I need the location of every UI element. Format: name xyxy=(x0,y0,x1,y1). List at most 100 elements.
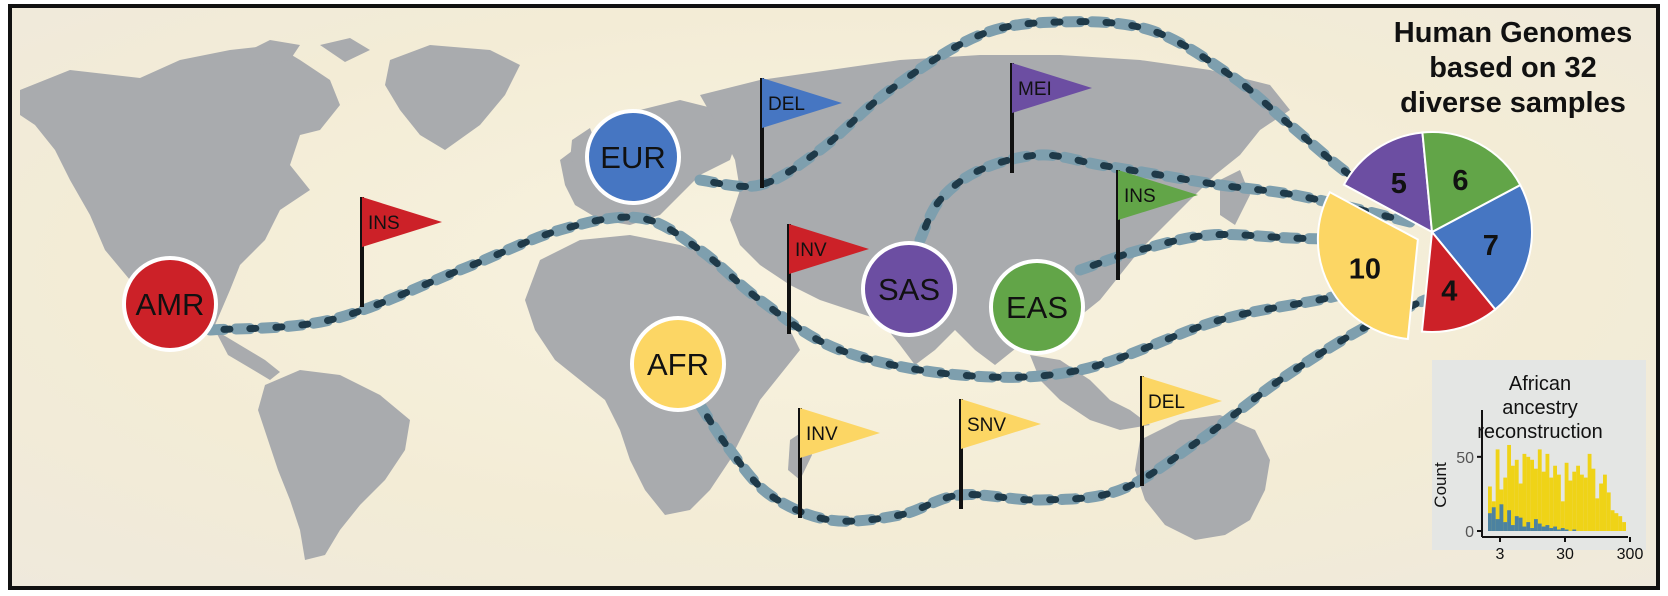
flag-banner xyxy=(800,408,880,458)
flag-del-eur: DEL xyxy=(760,78,842,188)
hist-bar-blue-15 xyxy=(1545,525,1550,531)
population-label: EUR xyxy=(600,140,665,175)
hist-x-tick-label: 300 xyxy=(1617,546,1644,563)
hist-bar-yellow-33 xyxy=(1614,513,1619,531)
pie-label-afr: 10 xyxy=(1349,254,1381,286)
hist-bar-yellow-14 xyxy=(1541,471,1546,531)
population-amr: AMR xyxy=(122,256,218,352)
hist-bar-blue-20 xyxy=(1564,529,1569,531)
flag-label: DEL xyxy=(1148,392,1185,413)
continent-south-america xyxy=(258,370,410,560)
continent-greenland xyxy=(385,45,520,150)
histogram-title-line-1: African xyxy=(1509,373,1571,395)
flag-inv-amr: INV xyxy=(787,224,869,334)
hist-bar-yellow-10 xyxy=(1526,456,1531,531)
pie-label-eur: 7 xyxy=(1483,230,1499,262)
hist-bar-yellow-27 xyxy=(1591,468,1596,531)
hist-bar-blue-18 xyxy=(1557,529,1561,531)
hist-bar-yellow-6 xyxy=(1511,465,1515,531)
pie-slice-eur xyxy=(1430,183,1533,311)
dna-strand-dark-4 xyxy=(696,296,1429,525)
population-label: SAS xyxy=(878,272,940,307)
pie-label-eas: 6 xyxy=(1452,165,1468,197)
pie-label-amr: 4 xyxy=(1441,275,1457,307)
hist-bar-blue-12 xyxy=(1534,519,1538,531)
hist-bar-yellow-25 xyxy=(1583,477,1588,531)
hist-bar-blue-3 xyxy=(1499,504,1504,531)
continent-north-america xyxy=(20,45,340,345)
flag-mei-sas: MEI xyxy=(1010,63,1092,173)
flag-banner xyxy=(1142,376,1222,426)
hist-bar-yellow-22 xyxy=(1572,471,1577,531)
title-line-1: Human Genomes xyxy=(1394,17,1633,49)
flag-label: SNV xyxy=(967,415,1006,436)
hist-bar-yellow-24 xyxy=(1580,474,1584,531)
hist-bar-blue-4 xyxy=(1503,522,1508,531)
population-eur: EUR xyxy=(585,109,681,205)
continent-central-america xyxy=(215,330,280,380)
dna-strand-dark-3 xyxy=(916,151,1414,244)
hist-bar-yellow-5 xyxy=(1507,444,1511,531)
population-circle xyxy=(630,316,726,412)
pie-slice-amr xyxy=(1420,229,1497,333)
hist-bar-blue-8 xyxy=(1518,517,1523,531)
flag-banner xyxy=(1118,170,1198,220)
flag-banner xyxy=(762,78,842,128)
hist-bar-blue-19 xyxy=(1560,528,1565,531)
population-circle xyxy=(861,241,957,337)
hist-x-tick-label: 30 xyxy=(1556,546,1574,563)
title-block: Human Genomes based on 32 diverse sample… xyxy=(1394,17,1633,119)
population-afr: AFR xyxy=(630,316,726,412)
population-label: AFR xyxy=(647,347,709,382)
hist-bar-blue-5 xyxy=(1507,510,1511,531)
title-line-2: based on 32 xyxy=(1429,52,1597,84)
pie-slice-eas xyxy=(1421,131,1522,234)
flag-label: INS xyxy=(1124,186,1156,207)
hist-bar-yellow-20 xyxy=(1564,462,1569,531)
hist-bar-yellow-8 xyxy=(1518,483,1523,531)
population-label: AMR xyxy=(136,287,205,322)
dna-strand-dark-0 xyxy=(206,213,1399,381)
flag-del-afr: DEL xyxy=(1140,376,1222,486)
hist-bar-yellow-28 xyxy=(1595,498,1600,531)
flag-ins-eas: INS xyxy=(1116,170,1198,280)
hist-bar-yellow-11 xyxy=(1530,459,1534,531)
hist-bar-yellow-35 xyxy=(1622,522,1626,531)
flag-banner xyxy=(789,224,869,274)
hist-bar-yellow-23 xyxy=(1576,465,1580,531)
hist-bar-yellow-13 xyxy=(1537,449,1542,531)
hist-bar-blue-2 xyxy=(1495,519,1500,531)
population-circle xyxy=(585,109,681,205)
dna-strand-dark-1 xyxy=(696,18,1414,216)
hist-bar-yellow-15 xyxy=(1545,453,1550,531)
pie-slice-afr xyxy=(1316,190,1419,341)
pie-label-sas: 5 xyxy=(1391,168,1407,200)
flag-ins-amr: INS xyxy=(360,197,442,307)
hist-bar-blue-10 xyxy=(1526,522,1531,531)
population-circle xyxy=(989,259,1085,355)
hist-bar-yellow-9 xyxy=(1522,453,1527,531)
hist-bar-blue-16 xyxy=(1549,528,1554,531)
flag-banner xyxy=(961,399,1041,449)
hist-bar-blue-14 xyxy=(1541,526,1546,531)
population-sas: SAS xyxy=(861,241,957,337)
hist-bar-yellow-26 xyxy=(1587,453,1592,531)
hist-bar-blue-22 xyxy=(1572,529,1577,531)
flag-label: INV xyxy=(806,424,838,445)
hist-bar-blue-9 xyxy=(1522,526,1527,531)
hist-bar-blue-0 xyxy=(1488,513,1492,531)
hist-bar-blue-17 xyxy=(1553,526,1557,531)
continent-arctic-islands xyxy=(240,38,370,65)
histogram-title-line-3: reconstruction xyxy=(1477,421,1603,443)
population-circle xyxy=(122,256,218,352)
variant-flags: INS DEL INV MEI INS INV SNV DEL xyxy=(360,63,1222,518)
histogram-y-axis-label: Count xyxy=(1431,462,1450,508)
hist-bar-blue-6 xyxy=(1511,525,1515,531)
hist-bar-yellow-17 xyxy=(1553,465,1557,531)
flag-label: INS xyxy=(368,213,400,234)
flag-inv-afr: INV xyxy=(798,408,880,518)
hist-bar-yellow-16 xyxy=(1549,477,1554,531)
hist-y-tick-label: 0 xyxy=(1465,524,1474,541)
